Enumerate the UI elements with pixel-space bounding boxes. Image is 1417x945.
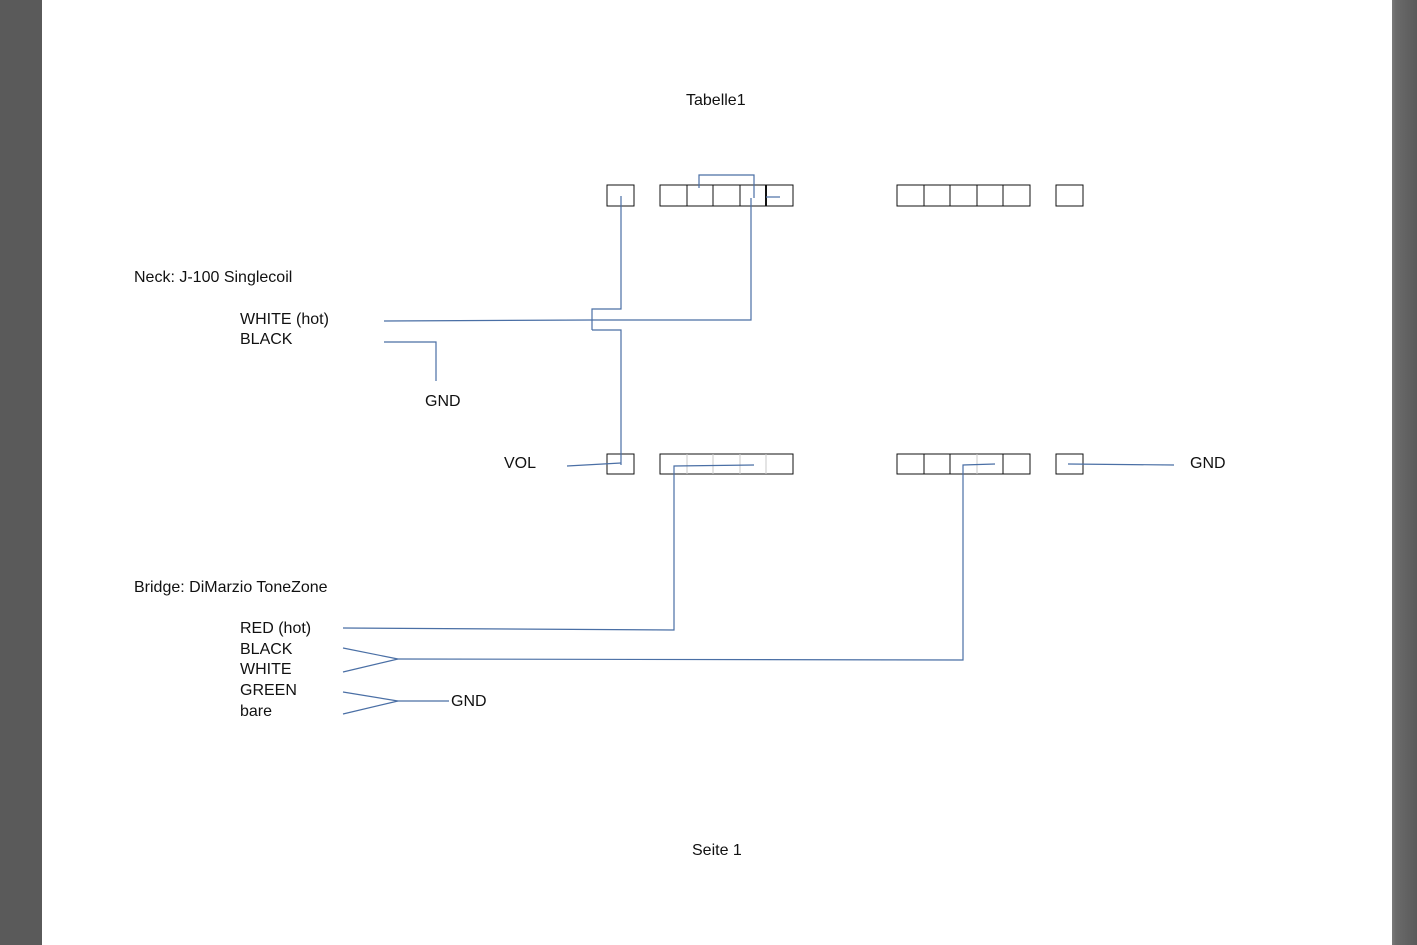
bridge-wire-white: WHITE [240, 661, 292, 678]
neck-wire-white: WHITE (hot) [240, 311, 329, 328]
neck-riser-wire [591, 196, 622, 330]
bottom-cell-group-1 [659, 453, 794, 475]
neck-black-wire [384, 341, 437, 381]
page-footer: Seite 1 [692, 842, 742, 859]
bridge-gnd-label: GND [451, 693, 487, 710]
top-cell-group-1 [659, 184, 794, 207]
bottom-row-cells [606, 453, 1084, 475]
neck-heading: Neck: J-100 Singlecoil [134, 269, 293, 286]
top-cell-group-2 [896, 184, 1031, 207]
bridge-white-wire [342, 658, 399, 673]
right-gnd-wire [1067, 463, 1175, 466]
bridge-wire-black: BLACK [240, 641, 293, 658]
bridge-bare-wire [342, 700, 399, 715]
vol-label: VOL [504, 455, 537, 472]
bridge-black-wire [342, 647, 399, 660]
top-row-cells [606, 184, 1084, 207]
bridge-wire-green: GREEN [240, 682, 297, 699]
bridge-green-wire [342, 691, 399, 702]
bridge-bw-join-wire [397, 463, 996, 661]
top-jumper-wire [698, 174, 755, 198]
document-page [42, 0, 1392, 945]
right-gnd-label: GND [1190, 455, 1226, 472]
neck-gnd-label: GND [425, 393, 461, 410]
neck-to-vol-wire [592, 329, 622, 465]
bridge-red-wire [342, 464, 755, 631]
bridge-wire-bare: bare [240, 703, 273, 720]
neck-white-wire [383, 198, 752, 322]
wires [342, 174, 1175, 715]
page-title: Tabelle1 [686, 92, 746, 109]
vol-wire [566, 462, 622, 467]
bridge-heading: Bridge: DiMarzio ToneZone [134, 579, 328, 596]
neck-wire-black: BLACK [240, 331, 293, 348]
viewer-scroll-shade [1392, 0, 1417, 945]
bridge-wire-red: RED (hot) [240, 620, 312, 637]
top-cell-b [1055, 184, 1084, 207]
